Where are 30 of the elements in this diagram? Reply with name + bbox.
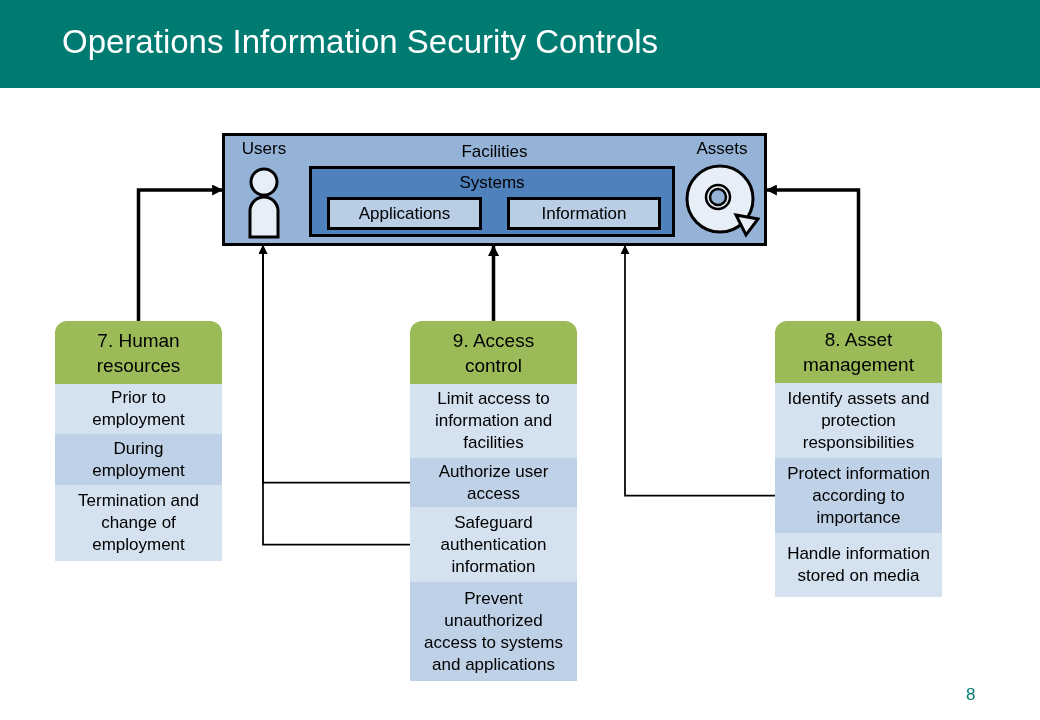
control-item: Termination and change of employment [55,485,222,561]
arrow [258,245,411,546]
arrow [488,244,499,321]
control-item: Prior to employment [55,384,222,434]
facilities-box [222,133,767,246]
box-label: Assets [696,139,748,159]
control-item: During employment [55,434,222,485]
box-label: Information [541,203,627,224]
box-label: Systems [459,173,525,193]
title: Operations Information Security Controls [62,22,659,62]
page-number: 8 [966,684,976,706]
control-item: Identify assets and protection responsibilities [775,383,942,458]
arrow [620,245,776,497]
box-label: Users [241,139,287,159]
component-box [327,197,482,230]
column-header: 8. Asset management [775,321,942,383]
component-box [507,197,661,230]
arrow [765,184,861,321]
control-item: Safeguard authentication information [410,507,577,582]
control-item: Authorize user access [410,458,577,507]
control-item: Protect information according to importance [775,458,942,533]
arrow [136,184,224,321]
control-item: Handle information stored on media [775,533,942,597]
box-heading: Facilities [461,142,528,162]
column-header: 9. Access control [410,321,577,384]
box-label: Applications [358,203,451,224]
control-item: Prevent unauthorized access to systems and applications [410,582,577,681]
control-item: Limit access to information and facilities [410,384,577,458]
systems-box [309,166,675,237]
column-header: 7. Human resources [55,321,222,384]
